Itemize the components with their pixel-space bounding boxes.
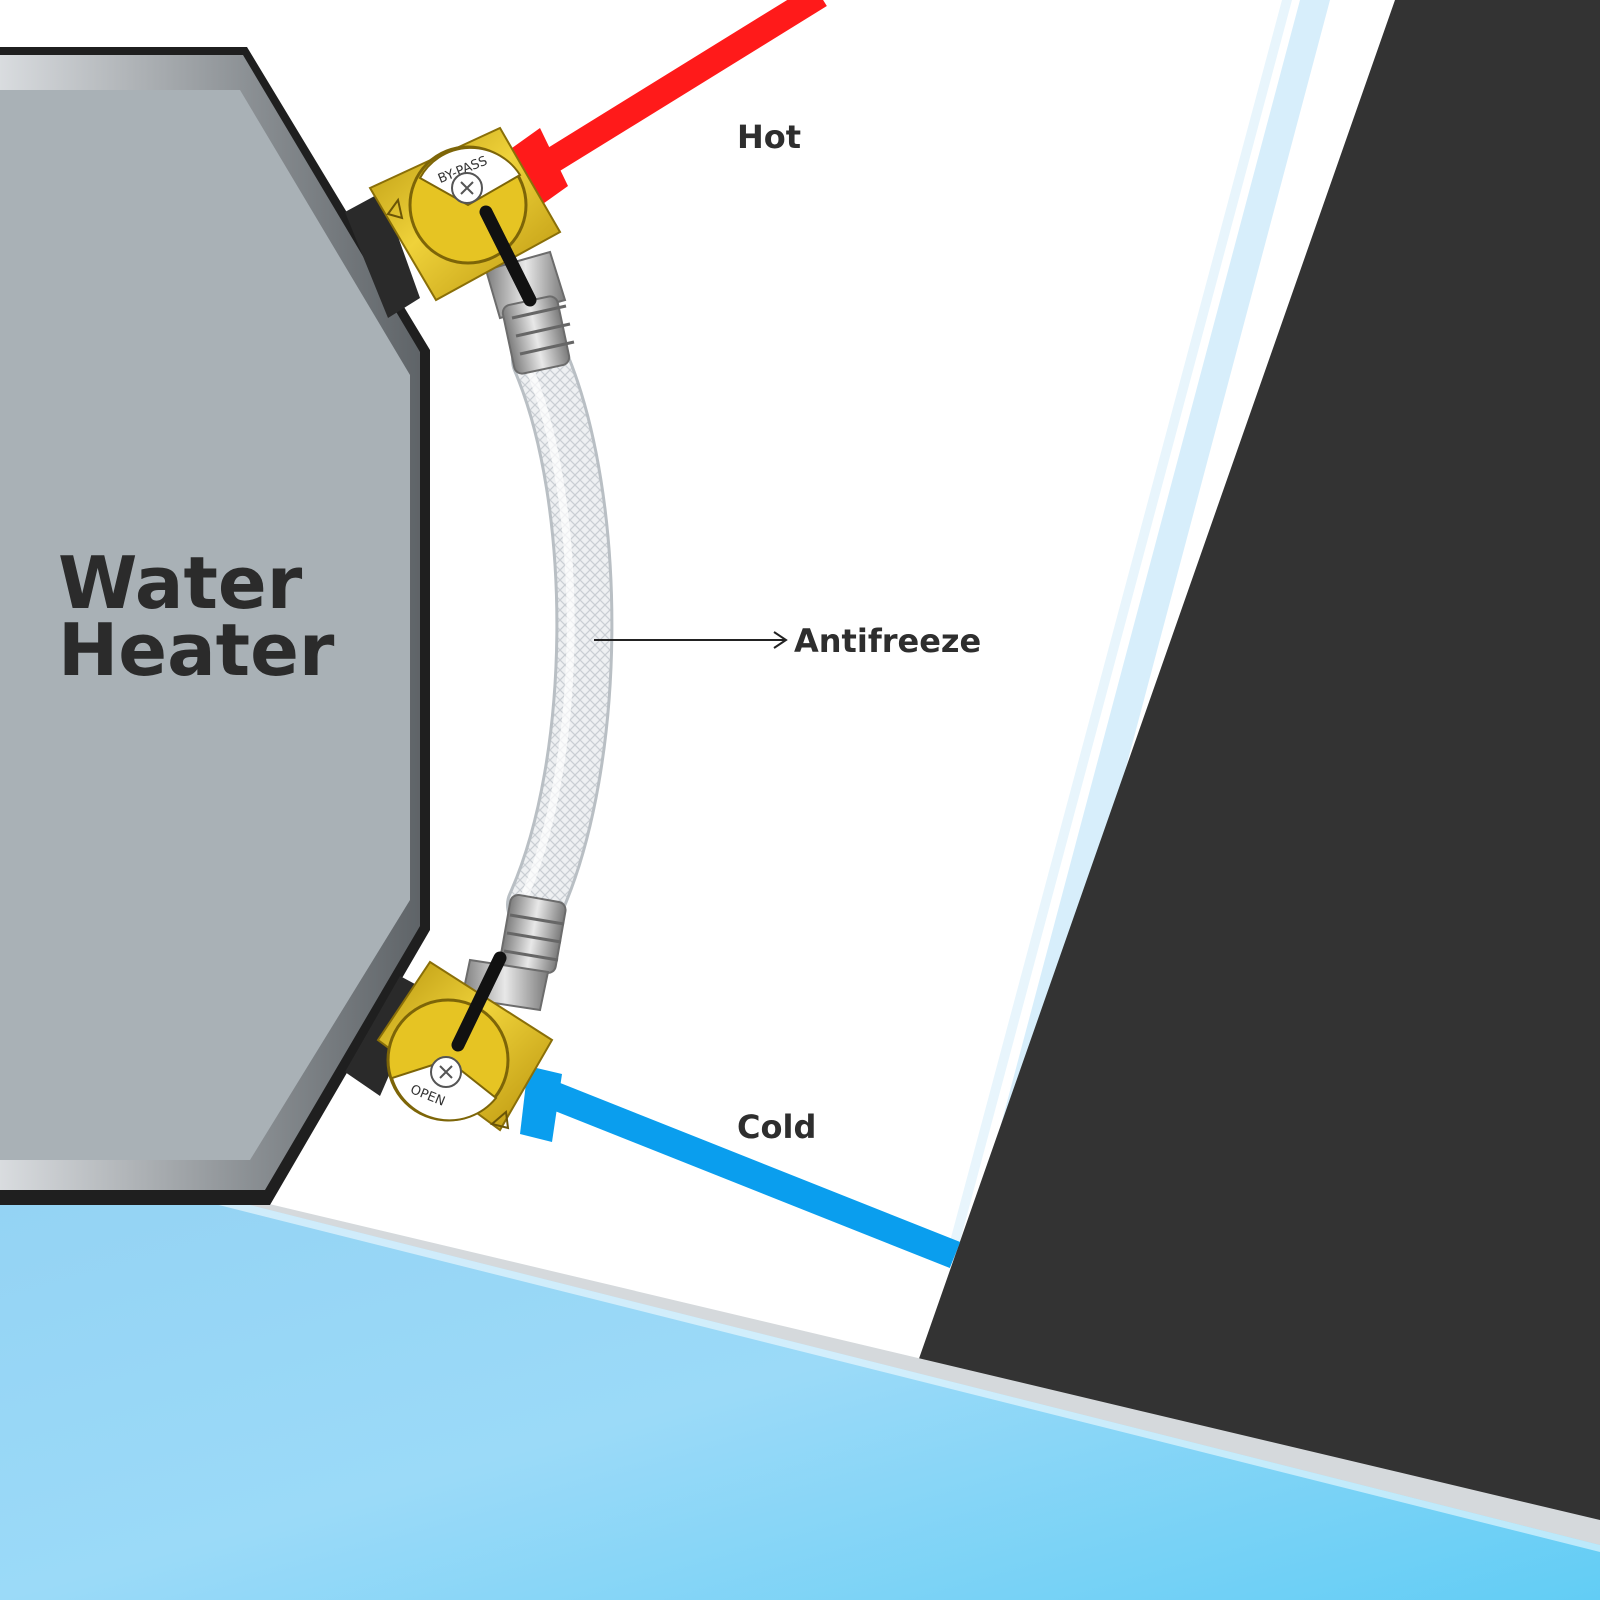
wall-edge-strip-inner xyxy=(945,0,1292,1260)
top-hose-fitting xyxy=(484,250,575,375)
heater-label-line1: Water xyxy=(58,541,303,625)
bottom-valve-arrow-icon xyxy=(489,1110,510,1130)
antifreeze-label: Antifreeze xyxy=(794,622,981,660)
top-valve-handle xyxy=(479,205,537,307)
heater-label-line2: Heater xyxy=(58,608,335,692)
bottom-valve-handle xyxy=(451,951,507,1052)
cold-label: Cold xyxy=(737,1108,816,1146)
cold-pipe xyxy=(520,1066,961,1269)
hot-label: Hot xyxy=(737,118,801,156)
antifreeze-pointer xyxy=(594,631,788,649)
bottom-valve-open: OPEN xyxy=(376,951,554,1132)
floor xyxy=(0,1142,1600,1600)
wall-edge-strip xyxy=(965,0,1330,1260)
hot-pipe xyxy=(512,0,827,206)
water-heater-body xyxy=(0,90,410,1160)
antifreeze-hose xyxy=(506,331,614,934)
floor-edge-highlight xyxy=(0,1142,1600,1552)
top-valve-bypass: BY-PASS xyxy=(368,126,562,307)
dark-wall-panel xyxy=(915,0,1600,1545)
arrow-right-icon xyxy=(773,631,788,649)
top-valve-arrow-icon xyxy=(386,197,404,220)
top-connector-stub xyxy=(345,192,420,318)
